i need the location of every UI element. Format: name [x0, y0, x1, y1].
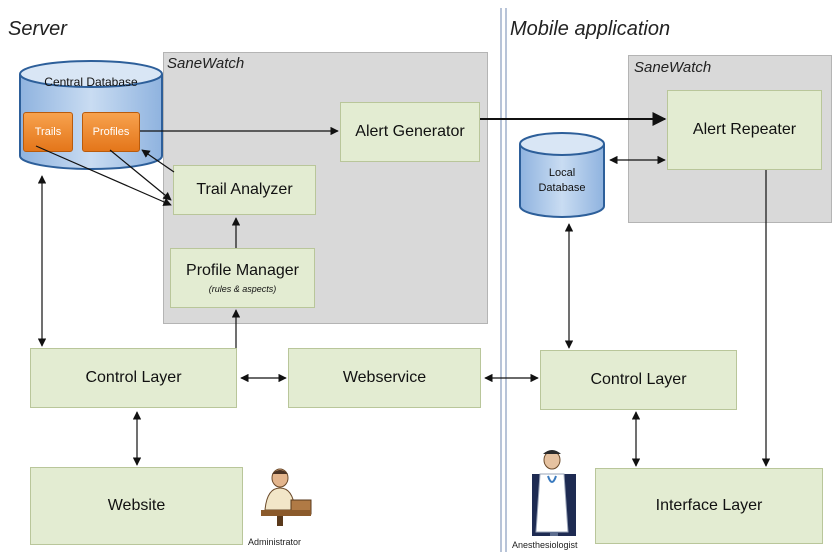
- server-control-layer-box: Control Layer: [30, 348, 237, 408]
- server-title: Server: [8, 18, 67, 40]
- profile-manager-subtitle: (rules & aspects): [208, 284, 277, 294]
- section-divider-left: [500, 8, 502, 552]
- webservice-box: Webservice: [288, 348, 481, 408]
- trail-analyzer-box: Trail Analyzer: [173, 165, 316, 215]
- profile-manager-title: Profile Manager: [186, 262, 299, 279]
- server-sanewatch-label: SaneWatch: [167, 55, 245, 72]
- profiles-badge: Profiles: [82, 112, 140, 152]
- trail-analyzer-to-profiles-arrow: [141, 149, 175, 173]
- alert-generator-box: Alert Generator: [340, 102, 480, 162]
- local-database-icon: [519, 132, 605, 218]
- mobile-app-title: Mobile application: [510, 18, 671, 40]
- trails-to-trail-analyzer-arrow: [35, 145, 172, 206]
- administrator-caption: Administrator: [248, 537, 302, 547]
- profiles-to-trail-analyzer-arrow: [109, 149, 172, 201]
- alert-repeater-box: Alert Repeater: [667, 90, 822, 170]
- trails-badge: Trails: [23, 112, 73, 152]
- administrator-icon: [261, 468, 312, 526]
- website-box: Website: [30, 467, 243, 545]
- local-database-label-line1: Local: [548, 167, 576, 179]
- central-database-title: Central Database: [44, 75, 138, 89]
- anesthesiologist-icon: [532, 450, 576, 536]
- interface-layer-box: Interface Layer: [595, 468, 823, 544]
- local-database-label: Local Database: [518, 166, 606, 196]
- local-database-label-line2: Database: [538, 182, 586, 194]
- anesthesiologist-caption: Anesthesiologist: [512, 540, 578, 550]
- section-divider-right: [505, 8, 507, 552]
- mobile-sanewatch-label: SaneWatch: [634, 59, 712, 76]
- profile-manager-box: Profile Manager (rules & aspects): [170, 248, 315, 308]
- mobile-control-layer-box: Control Layer: [540, 350, 737, 410]
